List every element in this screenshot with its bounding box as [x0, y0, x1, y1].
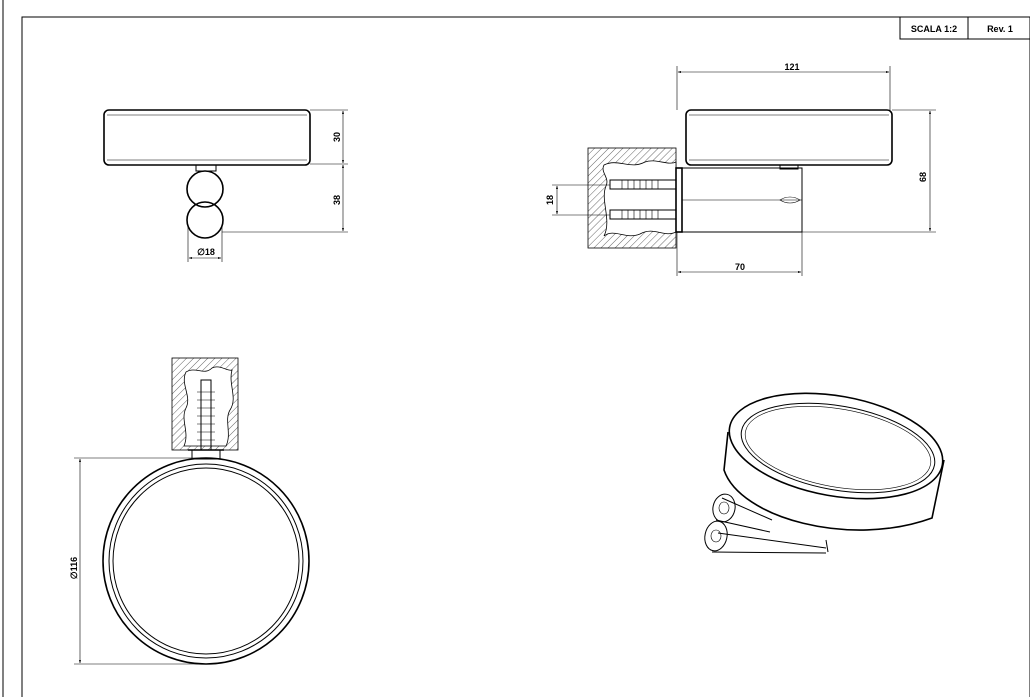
iso-support-end-upper	[712, 493, 736, 523]
top-dish-outer-ring	[102, 457, 310, 665]
iso-dish-rim	[728, 392, 944, 500]
top-dish-middle-ring	[108, 463, 304, 659]
dim-front-diameter: ∅18	[197, 247, 215, 257]
side-view: 121 68 18 70	[545, 62, 936, 276]
dim-side-width: 121	[784, 62, 799, 72]
iso-dish-inner	[740, 402, 936, 494]
dim-side-depth: 70	[735, 262, 745, 272]
front-support-ball-upper	[186, 170, 224, 208]
dim-top-diameter: ∅116	[69, 557, 79, 579]
revision-label: Rev. 1	[987, 24, 1013, 34]
front-view: 30 38 ∅18	[103, 109, 348, 262]
dim-side-height: 68	[918, 172, 928, 182]
dim-front-support-height: 38	[332, 195, 342, 205]
top-dish-inner-ring	[112, 467, 300, 655]
front-support-ball-lower	[186, 201, 224, 239]
title-block: SCALA 1:2 Rev. 1	[899, 16, 1030, 40]
dim-side-anchor-spacing: 18	[545, 195, 555, 205]
isometric-view	[704, 392, 945, 554]
scale-label: SCALA 1:2	[911, 24, 957, 34]
side-dish-body	[685, 109, 893, 166]
dim-front-body-height: 30	[332, 132, 342, 142]
iso-support-end-lower	[704, 520, 728, 552]
top-view: ∅116	[69, 357, 310, 665]
front-dish-body	[103, 109, 311, 166]
iso-dish-wall	[723, 431, 945, 531]
